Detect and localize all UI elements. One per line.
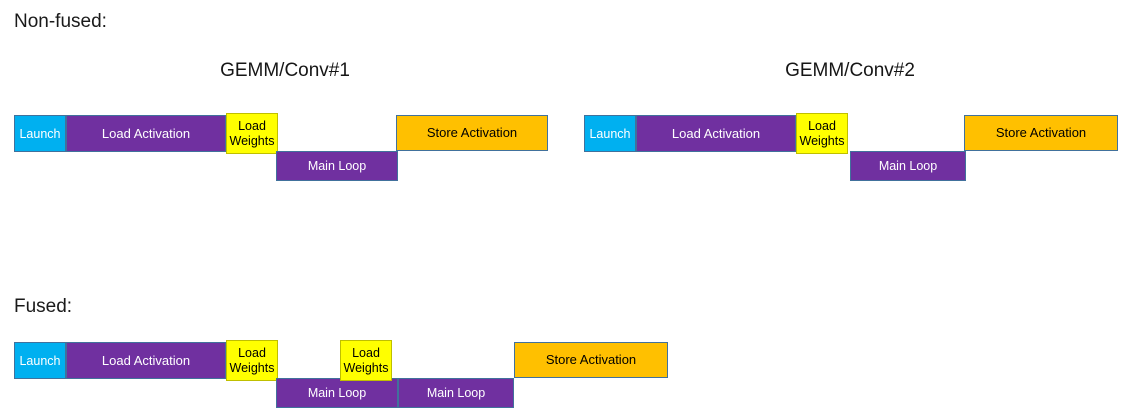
fused-store-activation-bar: Store Activation xyxy=(514,342,668,378)
non-fused-gemm2-launch-bar: Launch xyxy=(584,115,636,152)
section-heading-fused: Fused: xyxy=(14,296,73,317)
non-fused-gemm1-main-loop-bar: Main Loop xyxy=(276,151,398,181)
non-fused-gemm2-load-weights-bar: Load Weights xyxy=(796,113,848,154)
non-fused-gemm2-load-activation-bar: Load Activation xyxy=(636,115,796,152)
non-fused-gemm1-load-activation-bar: Load Activation xyxy=(66,115,226,152)
fused-load-weights-bar: Load Weights xyxy=(226,340,278,381)
group-title-gemm-conv-1: GEMM/Conv#1 xyxy=(220,60,350,81)
non-fused-gemm2-main-loop-bar: Main Loop xyxy=(850,151,966,181)
section-heading-non-fused: Non-fused: xyxy=(14,11,107,32)
fused-load-weights-bar: Load Weights xyxy=(340,340,392,381)
non-fused-gemm1-launch-bar: Launch xyxy=(14,115,66,152)
non-fused-gemm1-load-weights-bar: Load Weights xyxy=(226,113,278,154)
group-title-gemm-conv-2: GEMM/Conv#2 xyxy=(785,60,915,81)
fused-main-loop-bar: Main Loop xyxy=(398,378,514,408)
fused-main-loop-bar: Main Loop xyxy=(276,378,398,408)
non-fused-gemm1-store-activation-bar: Store Activation xyxy=(396,115,548,151)
non-fused-gemm2-store-activation-bar: Store Activation xyxy=(964,115,1118,151)
fused-launch-bar: Launch xyxy=(14,342,66,379)
fused-load-activation-bar: Load Activation xyxy=(66,342,226,379)
